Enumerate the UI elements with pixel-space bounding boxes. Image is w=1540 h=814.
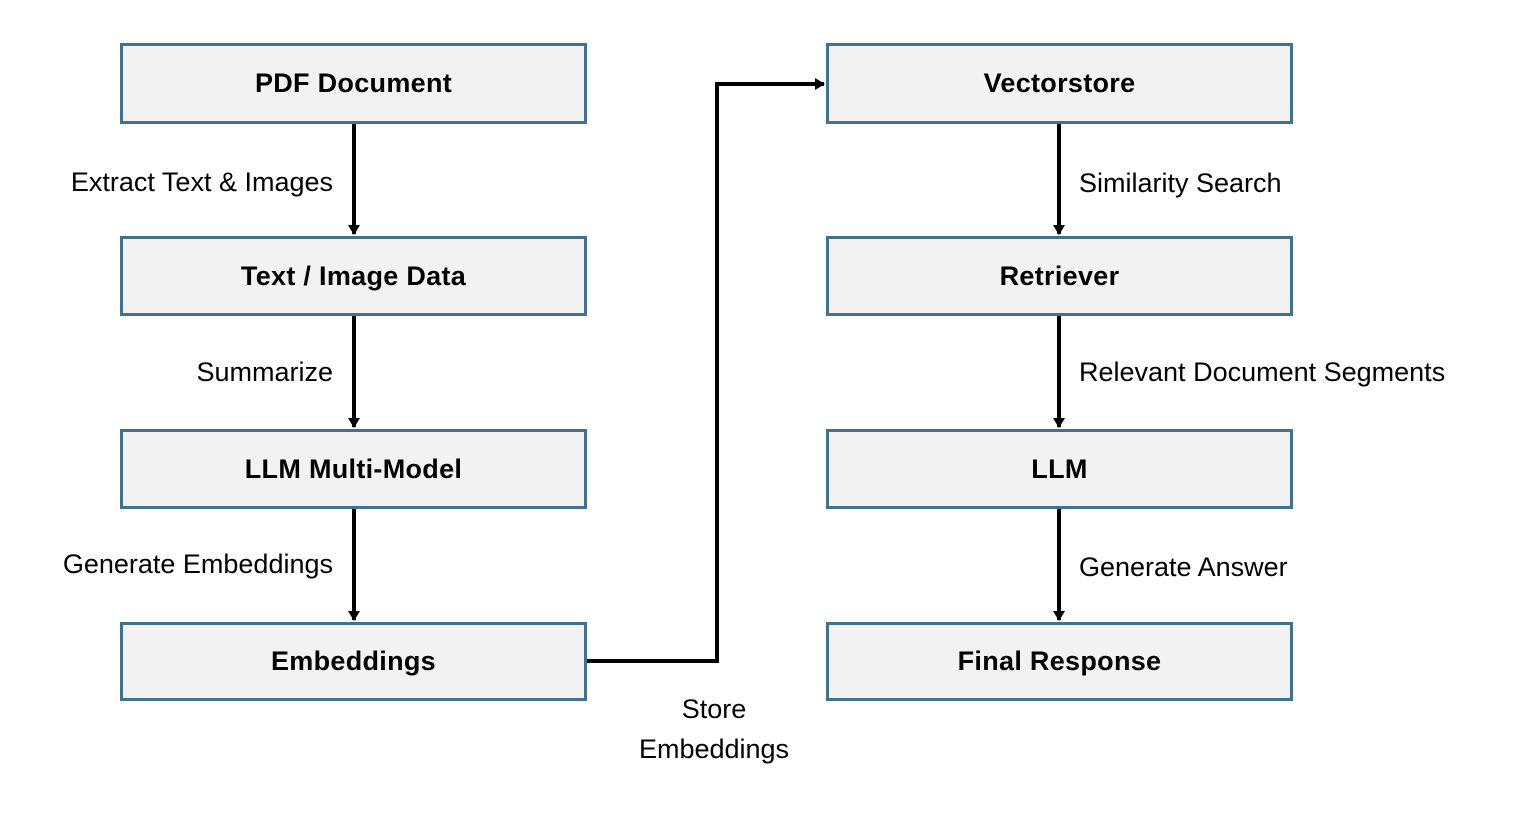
llm-multi-model-node: LLM Multi-Model <box>120 429 587 509</box>
pdf-document-node: PDF Document <box>120 43 587 124</box>
edge-label-generate-embeddings: Generate Embeddings <box>62 549 333 579</box>
edge-label-similarity-search: Similarity Search <box>1079 168 1282 198</box>
arrow-embeddings-to-vectorstore <box>587 78 825 663</box>
retriever-node: Retriever <box>826 236 1293 316</box>
edge-label-store-embeddings: Store Embeddings <box>614 693 814 765</box>
llm-node: LLM <box>826 429 1293 509</box>
final-response-node: Final Response <box>826 622 1293 701</box>
store-label-line1: Store <box>681 694 747 724</box>
node-label: LLM <box>1031 453 1088 484</box>
embeddings-node: Embeddings <box>120 622 587 701</box>
node-label: PDF Document <box>254 68 453 98</box>
node-label: Text / Image Data <box>240 260 467 291</box>
node-label: Vectorstore <box>983 68 1136 98</box>
edge-label-generate-answer: Generate Answer <box>1079 552 1288 582</box>
edge-label-summarize: Summarize <box>196 357 333 387</box>
vectorstore-node: Vectorstore <box>826 43 1293 124</box>
node-label: Final Response <box>957 646 1162 676</box>
edge-label-extract: Extract Text & Images <box>70 167 333 197</box>
text-image-data-node: Text / Image Data <box>120 236 587 316</box>
node-label: Embeddings <box>270 646 436 676</box>
edge-label-relevant-segments: Relevant Document Segments <box>1079 357 1446 387</box>
store-label-line2: Embeddings <box>638 734 790 764</box>
node-label: LLM Multi-Model <box>244 453 463 484</box>
node-label: Retriever <box>999 260 1120 291</box>
